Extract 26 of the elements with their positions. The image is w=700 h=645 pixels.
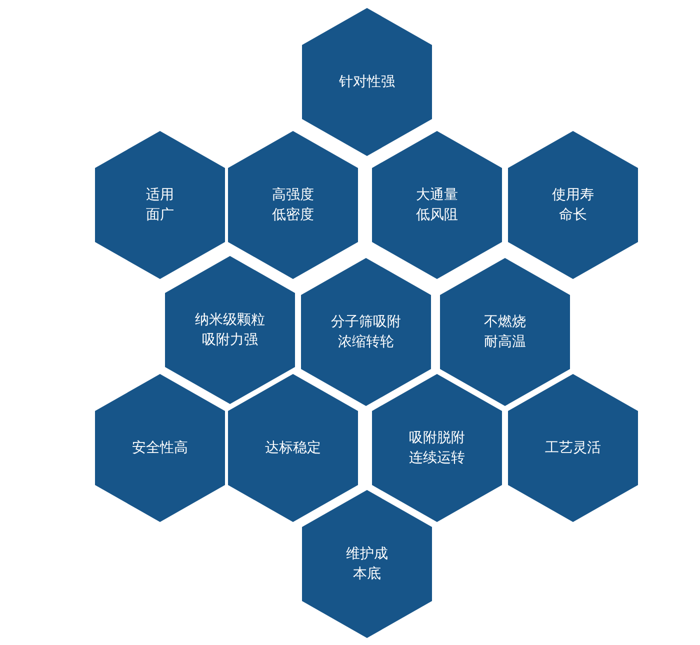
- hexagon-tile: [302, 8, 432, 156]
- tile-label: 高强度低密度: [271, 186, 315, 225]
- hexagon-tile: [95, 131, 225, 279]
- hexagon-tile: [95, 374, 225, 522]
- tile-label: 针对性强: [338, 72, 396, 92]
- hexagon-tile: [228, 131, 358, 279]
- tile-label: 使用寿命长: [551, 186, 595, 225]
- hexagon-tile: [372, 374, 502, 522]
- tile-label: 分子筛吸附浓缩转轮: [330, 312, 402, 352]
- hexagon-tile: [165, 256, 295, 404]
- hexagon-tile: [508, 374, 638, 522]
- tile-label: 大通量低风阻: [415, 186, 459, 225]
- hexagon-tile: [372, 131, 502, 279]
- hexagon-tile: [508, 131, 638, 279]
- tile-label: 不燃烧耐高温: [483, 312, 527, 352]
- tile-label: 达标稳定: [264, 438, 322, 458]
- hexagon-tile: [302, 490, 432, 638]
- tile-label: 工艺灵活: [544, 438, 602, 458]
- tile-label: 适用面广: [145, 186, 175, 225]
- tile-label: 吸附脱附连续运转: [408, 428, 466, 468]
- hexagon-tile: [440, 258, 570, 406]
- tile-label: 安全性高: [131, 438, 189, 458]
- tile-label: 维护成本底: [345, 544, 389, 584]
- tile-label: 纳米级颗粒吸附力强: [194, 310, 266, 350]
- hexagon-tile: [301, 258, 431, 406]
- hexagon-tile: [228, 374, 358, 522]
